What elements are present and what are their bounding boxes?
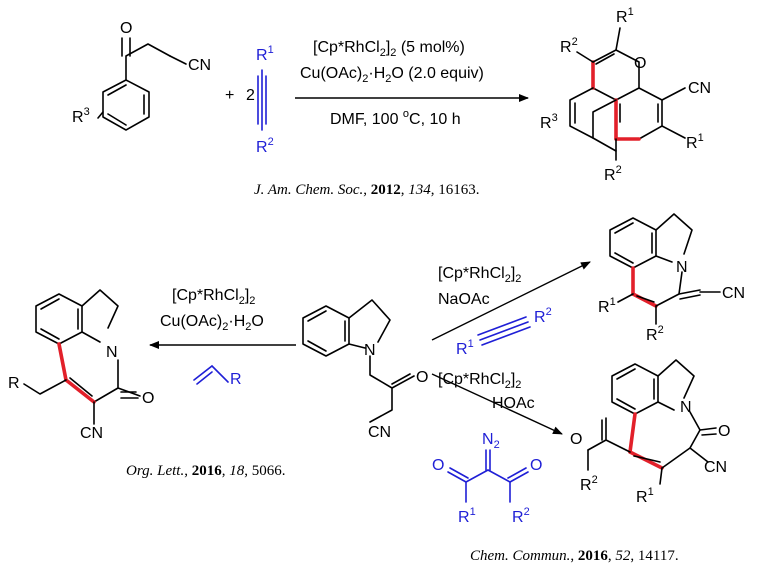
product-o-label: O xyxy=(634,55,646,72)
product-r3: R3 xyxy=(540,112,558,132)
ur-catalyst: [Cp*RhCl2]2 xyxy=(438,265,521,285)
center-indoline: N O CN xyxy=(302,299,428,441)
citation-orglett: Org. Lett., 2016, 18, 5066. xyxy=(126,463,285,479)
lr-catalyst: [Cp*RhCl2]2 xyxy=(438,371,521,391)
reaction-1: O CN R3 + 2 R1 R2 [Cp*RhCl2]2 (5 mol%) C… xyxy=(72,6,711,198)
center-o-label: O xyxy=(416,369,428,386)
aryl-ketonitrile: O CN R3 xyxy=(72,20,211,131)
alkyne-r1-label: R1 xyxy=(256,44,274,64)
diazo-o-right: O xyxy=(530,457,542,474)
upper-right-reaction: [Cp*RhCl2]2 NaOAc R1 R2 N CN R1 R2 xyxy=(431,213,745,358)
lr-product-o-ring: O xyxy=(718,423,730,440)
left-product-o: O xyxy=(142,390,154,407)
left-product-cn: CN xyxy=(80,425,103,442)
lr-additive: HOAc xyxy=(492,395,535,412)
product-r1-top: R1 xyxy=(616,6,634,26)
left-product: N O R CN xyxy=(8,289,154,442)
ur-base: NaOAc xyxy=(438,291,490,308)
alkyne-reagent: R1 R2 xyxy=(256,44,274,156)
diazo-n2: N2 xyxy=(482,431,500,451)
equiv-label: 2 xyxy=(246,87,255,104)
ur-alkyne-r2: R2 xyxy=(534,306,552,326)
product-r2-top: R2 xyxy=(560,36,578,56)
left-oxidant: Cu(OAc)2·H2O xyxy=(160,313,264,333)
lr-arrow xyxy=(431,373,563,435)
ur-product-n: N xyxy=(676,259,688,276)
ur-alkyne xyxy=(477,316,531,346)
ur-product-r1: R1 xyxy=(598,296,616,316)
ur-product-r2: R2 xyxy=(646,324,664,344)
citation-jacs: J. Am. Chem. Soc., 2012, 134, 16163. xyxy=(254,182,480,198)
center-n-label: N xyxy=(364,342,376,359)
rxn1-catalyst: [Cp*RhCl2]2 (5 mol%) xyxy=(313,39,465,59)
alkene-reagent xyxy=(193,364,229,385)
product-r2-bottom: R2 xyxy=(604,164,622,184)
ur-arrow xyxy=(431,261,591,341)
rxn1-solvent-temp: DMF, 100 oC, 10 h xyxy=(330,108,461,128)
product-r1-bottom: R1 xyxy=(686,132,704,152)
ur-product-cn: CN xyxy=(722,285,745,302)
alkene-r-label: R xyxy=(230,371,242,388)
lr-product-r1: R1 xyxy=(636,486,654,506)
left-product-n: N xyxy=(106,344,118,361)
lr-product-n: N xyxy=(680,399,692,416)
left-product-r: R xyxy=(8,375,20,392)
lr-product-cn: CN xyxy=(704,459,727,476)
diazo-reagent: N2 O O R1 R2 xyxy=(432,431,542,526)
lr-product-o-acyl: O xyxy=(570,431,582,448)
ur-product: N CN R1 R2 xyxy=(598,213,745,344)
citation-chemcomm: Chem. Commun., 2016, 52, 14117. xyxy=(470,548,679,564)
rxn1-oxidant: Cu(OAc)2·H2O (2.0 equiv) xyxy=(300,65,484,85)
left-catalyst: [Cp*RhCl2]2 xyxy=(172,287,255,307)
diazo-o-left: O xyxy=(432,457,444,474)
lower-right-reaction: [Cp*RhCl2]2 HOAc N2 O O R1 R2 xyxy=(431,359,730,564)
product-cn-label: CN xyxy=(688,80,711,97)
center-cn-label: CN xyxy=(368,424,391,441)
ketone-r3-label: R3 xyxy=(72,106,90,126)
diazo-r2: R2 xyxy=(512,506,530,526)
rxn1-product: O CN R1 R2 R3 R1 R2 xyxy=(540,6,711,184)
plus-sign: + xyxy=(225,87,234,104)
alkyne-r2-label: R2 xyxy=(256,136,274,156)
lr-product-r2: R2 xyxy=(580,474,598,494)
left-reaction: [Cp*RhCl2]2 Cu(OAc)2·H2O R N O R CN Org.… xyxy=(8,287,296,479)
lr-product: N O O R2 R1 CN xyxy=(570,359,730,506)
diazo-r1: R1 xyxy=(458,506,476,526)
ketone-cn-label: CN xyxy=(188,57,211,74)
ketone-o-label: O xyxy=(120,20,132,37)
ur-alkyne-r1: R1 xyxy=(456,338,474,358)
